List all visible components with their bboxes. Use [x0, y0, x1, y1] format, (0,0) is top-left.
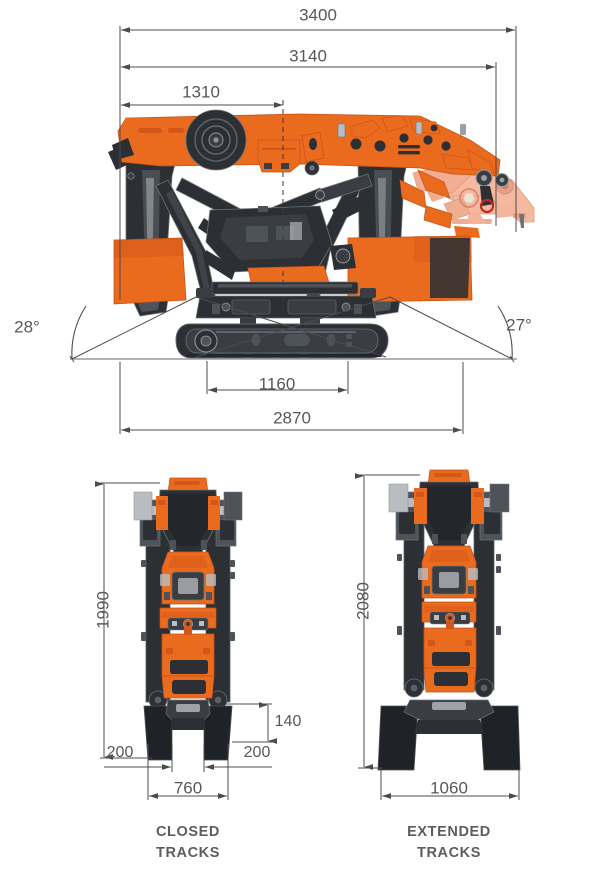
right-outrigger-ray [389, 296, 513, 360]
left-outrigger-ray [71, 296, 197, 360]
dim-2870: 2870 [273, 408, 311, 427]
extended-left-track [403, 519, 425, 691]
main-boom [112, 109, 509, 246]
dim-2080: 2080 [353, 582, 372, 620]
dim-3400: 3400 [299, 5, 337, 24]
dim-760: 760 [174, 778, 202, 797]
machine-body [113, 205, 473, 305]
angle-28: 28° [14, 317, 40, 336]
extended-tracks-view: 2080 1060 EXTENDED TRACKS [353, 469, 521, 861]
extended-tracks-caption-line2: TRACKS [417, 845, 481, 861]
crawler-track [175, 323, 389, 359]
closed-tracks-caption-line1: CLOSED [156, 824, 220, 840]
angle-27: 27° [506, 315, 532, 334]
extended-tracks-dimensions: 2080 1060 [353, 473, 520, 800]
dim-1060: 1060 [430, 778, 468, 797]
closed-tracks-caption-line2: TRACKS [156, 845, 220, 861]
dim-140: 140 [275, 713, 302, 730]
extended-front-left-pad [377, 705, 419, 771]
extended-tracks-caption-line1: EXTENDED [407, 824, 491, 840]
dim-1160: 1160 [259, 374, 296, 393]
dim-1990: 1990 [93, 591, 112, 629]
side-view-dimensions: 3400 3140 1310 28° 27° [14, 5, 532, 434]
dim-3140: 3140 [289, 46, 327, 65]
closed-tracks-dimensions: 1990 140 200 200 760 [93, 481, 302, 800]
dim-1310: 1310 [182, 82, 220, 101]
extended-right-track [473, 519, 495, 691]
boom-head-detail [337, 115, 509, 214]
extended-front-right-pad [479, 705, 521, 771]
chassis-frame [195, 281, 377, 325]
side-elevation-view: 3400 3140 1310 28° 27° [14, 5, 535, 434]
dim-200-right: 200 [244, 744, 271, 761]
closed-tracks-view: 1990 140 200 200 760 CLOSED TRACKS [93, 477, 302, 861]
dim-200-left: 200 [107, 744, 134, 761]
